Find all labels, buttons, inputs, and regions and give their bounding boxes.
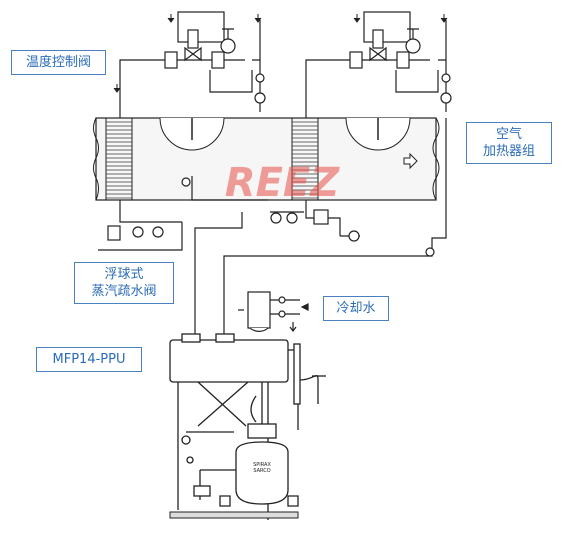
- air-flow-arrow-icon: [403, 152, 418, 170]
- label-air-heater-line1: 空气: [495, 127, 522, 142]
- condensate-piping: [98, 118, 447, 340]
- cooling-water-valve: [238, 291, 309, 332]
- label-cooling-water-text: 冷却水: [336, 301, 376, 316]
- tank-brand-1: SPIRAX: [253, 462, 271, 468]
- label-pump-model-text: MFP14-PPU: [52, 352, 126, 367]
- label-float-trap-line1: 浮球式: [104, 267, 144, 282]
- heater-coil-2: [291, 117, 411, 201]
- label-float-steam-trap: 浮球式 蒸汽疏水阀: [74, 262, 174, 304]
- watermark-logo: REEZ: [225, 160, 340, 206]
- label-float-trap-line2: 蒸汽疏水阀: [91, 284, 157, 299]
- label-pump-model: MFP14-PPU: [36, 347, 142, 372]
- label-air-heater-line2: 加热器组: [482, 144, 535, 159]
- label-cooling-water: 冷却水: [323, 296, 389, 321]
- label-temperature-control-valve-text: 温度控制阀: [25, 55, 91, 70]
- control-valve-assembly-2: [305, 11, 452, 118]
- pump-receiver: [169, 333, 326, 520]
- mfp-pump-tank: SPIRAX SARCO: [181, 382, 299, 507]
- label-air-heater-bank: 空气 加热器组: [466, 122, 552, 164]
- label-temperature-control-valve: 温度控制阀: [11, 50, 106, 75]
- tank-brand-2: SARCO: [253, 468, 270, 474]
- heater-coil-1: [105, 117, 225, 201]
- control-valve-assembly-1: [119, 11, 266, 118]
- flow-arrow-icons: [113, 14, 448, 93]
- base-plate: [169, 511, 299, 519]
